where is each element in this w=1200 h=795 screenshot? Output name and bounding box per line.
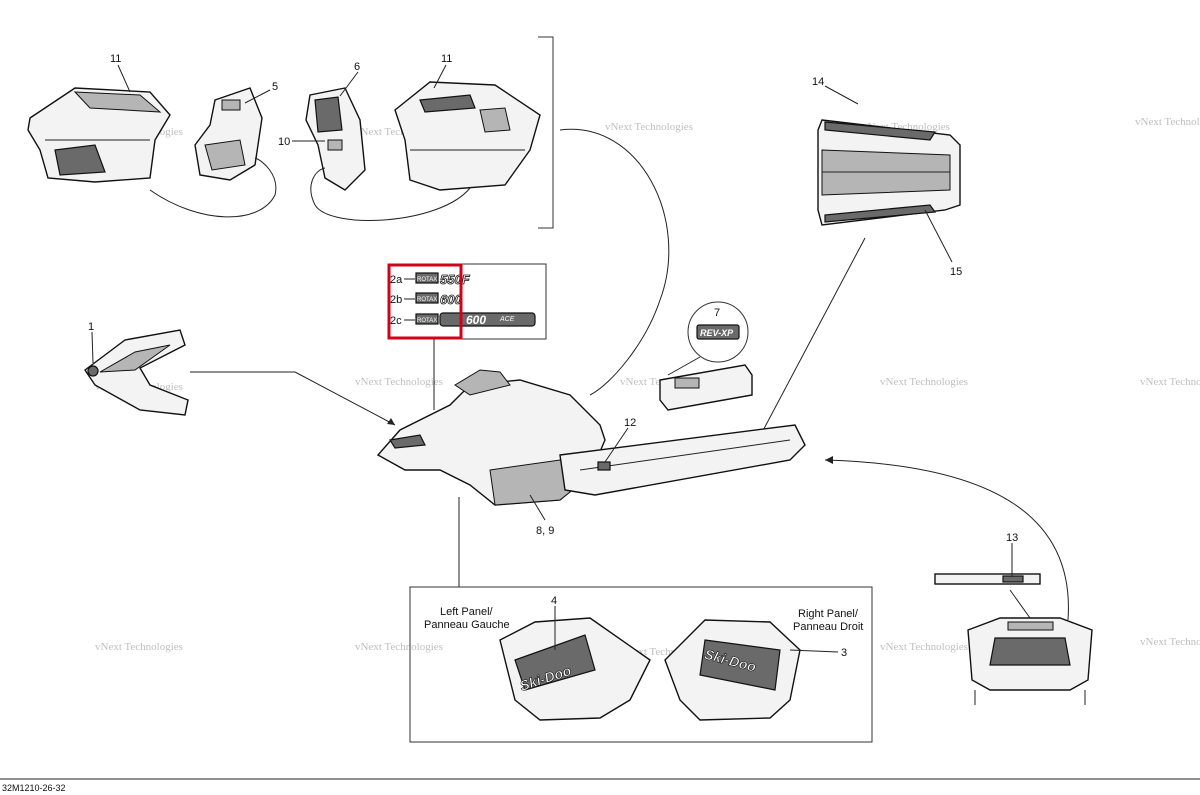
drawing-code: 32M1210-26-32	[2, 783, 66, 793]
callout-5: 5	[272, 81, 278, 93]
part-4-left-panel-decal[interactable]: Ski-Doo	[499, 617, 651, 721]
leader-line	[91, 331, 94, 364]
callout-15: 15	[950, 266, 962, 278]
callout-2a: 2a	[390, 274, 403, 286]
part-13-rear-decal[interactable]	[934, 573, 1041, 585]
group-bracket	[538, 36, 554, 229]
part-14-15-tunnel-decal[interactable]	[817, 119, 961, 226]
leader-line	[824, 85, 859, 105]
rev-xp-tunnel-section[interactable]	[659, 364, 753, 411]
callout-11: 11	[441, 53, 452, 65]
rotax-logo-2c	[415, 313, 439, 325]
part-11-left-side-panel[interactable]	[27, 87, 171, 183]
callout-7: 7	[714, 307, 720, 319]
rotax-logo-2a	[415, 272, 439, 284]
panels-box	[409, 586, 873, 743]
watermark: vNext Technologies	[355, 641, 443, 653]
watermark: vNext Technologies	[880, 376, 968, 388]
leader-line	[433, 64, 447, 89]
left-panel-label-1: Left Panel/	[440, 606, 494, 618]
decal-550f: 550F	[440, 272, 471, 287]
callout-14: 14	[812, 76, 824, 88]
decal-box-2: 2a ROTAX 550F 2b ROTAX 600 2c ROTAX 600 …	[387, 263, 547, 340]
leader-line	[667, 356, 701, 376]
part-6-inner-panel-right[interactable]	[305, 87, 366, 191]
callout-11: 11	[110, 53, 121, 65]
leader-line	[789, 649, 839, 653]
leader-line	[244, 89, 271, 104]
part-7-rev-xp-decal[interactable]: REV-XP	[687, 301, 749, 363]
callout-4: 4	[551, 595, 557, 607]
rotax-logo-2b	[415, 292, 439, 304]
arrow-head	[825, 456, 833, 464]
leader-line	[924, 209, 953, 263]
callout-8-9: 8, 9	[536, 525, 554, 537]
sled-main-body[interactable]	[376, 369, 806, 506]
decal-600ace-plate	[439, 312, 536, 327]
leader-line	[117, 64, 131, 93]
arrow-line	[757, 237, 866, 441]
callout-1: 1	[88, 321, 94, 333]
callout-2b: 2b	[390, 294, 402, 306]
decal-600ace: 600	[466, 313, 486, 327]
callout-3: 3	[841, 647, 847, 659]
watermark: vNext Technologies	[355, 376, 443, 388]
leader-line	[604, 427, 629, 463]
leader-line	[529, 494, 546, 521]
rev-xp-text: REV-XP	[700, 328, 734, 338]
right-panel-label-1: Right Panel/	[798, 608, 859, 620]
left-panel-label-2: Panneau Gauche	[424, 619, 510, 631]
watermark: vNext Technologies	[605, 121, 693, 133]
rear-bumper-assembly[interactable]	[967, 617, 1093, 705]
connector-curve	[559, 128, 670, 396]
watermark: vNext Technologies	[1140, 636, 1200, 648]
watermark: vNext Technologies	[880, 641, 968, 653]
part-1-nose-decal[interactable]	[84, 329, 189, 416]
rotax-text-2c: ROTAX	[417, 318, 437, 324]
callout-10: 10	[278, 136, 290, 148]
callout-12: 12	[624, 417, 636, 429]
watermark: vNext Technologies	[1135, 116, 1200, 128]
watermark: vNext Technologies	[95, 641, 183, 653]
leader-line	[339, 71, 359, 97]
callout-2c: 2c	[390, 315, 402, 327]
connector-curve	[310, 167, 471, 221]
part-3-right-panel-decal[interactable]: Ski-Doo	[664, 619, 801, 721]
rotax-text-2b: ROTAX	[417, 297, 437, 303]
callout-13: 13	[1006, 532, 1018, 544]
arrow-head	[387, 418, 395, 425]
part-11-right-side-panel[interactable]	[394, 81, 541, 191]
rotax-text-2a: ROTAX	[417, 277, 437, 283]
leader-line	[1009, 589, 1031, 619]
right-panel-label-2: Panneau Droit	[793, 621, 863, 633]
arrow-line	[294, 371, 396, 426]
decal-600: 600	[440, 292, 462, 307]
connector-curve	[824, 459, 1069, 621]
part-5-inner-panel[interactable]	[194, 87, 263, 181]
highlight-box	[387, 263, 463, 340]
decal-ace: ACE	[499, 316, 515, 323]
watermark: vNext Technologies	[1140, 376, 1200, 388]
connector-curve	[149, 157, 277, 218]
callout-6: 6	[354, 61, 360, 73]
